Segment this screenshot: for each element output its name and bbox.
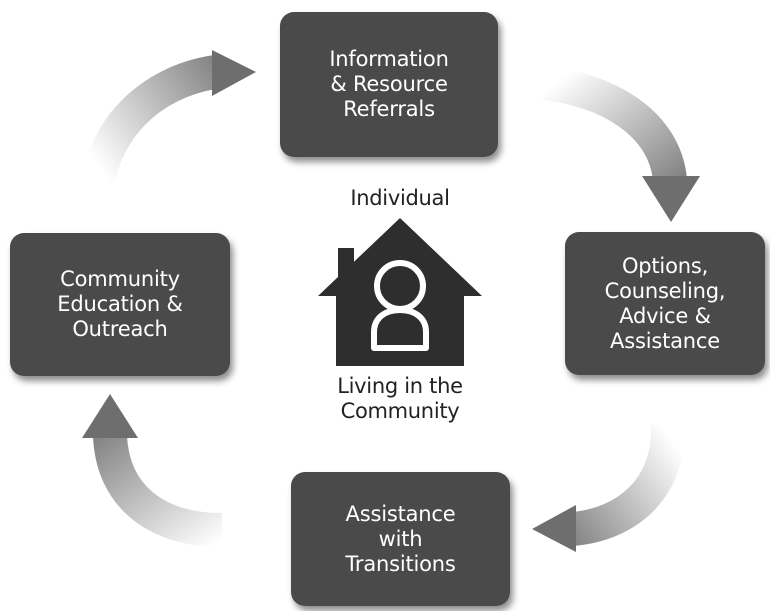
assistance-transitions-box: Assistance with Transitions [291, 472, 510, 606]
community-education-box: Community Education & Outreach [10, 233, 230, 376]
transitions-line-3: Transitions [345, 551, 456, 576]
community-line-1: Community [60, 267, 180, 291]
living-line-1: Living in the [337, 374, 463, 398]
arrow-community-to-information [78, 50, 256, 202]
individual-label: Individual [330, 186, 470, 211]
information-line-3: Referrals [343, 97, 435, 121]
community-line-3: Outreach [72, 317, 168, 341]
options-line-3: Advice & [619, 303, 711, 328]
arrow-information-to-options [533, 65, 700, 222]
options-line-4: Assistance [610, 328, 720, 353]
information-line-1: Information [329, 47, 449, 71]
options-line-1: Options, [621, 253, 709, 278]
living-line-2: Community [340, 399, 460, 423]
living-in-community-label: Living in the Community [315, 374, 485, 424]
individual-label-text: Individual [350, 186, 450, 210]
information-referrals-box: Information & Resource Referrals [280, 12, 498, 157]
options-counseling-box: Options, Counseling, Advice & Assistance [565, 232, 765, 375]
community-line-2: Education & [57, 292, 183, 316]
transitions-line-2: with [378, 526, 423, 551]
transitions-line-1: Assistance [345, 501, 456, 526]
arrow-transitions-to-community [82, 394, 223, 547]
arrow-options-to-transitions [532, 424, 686, 552]
house-person-icon [318, 218, 482, 366]
information-line-2: & Resource [330, 72, 448, 96]
options-line-2: Counseling, [604, 278, 726, 303]
